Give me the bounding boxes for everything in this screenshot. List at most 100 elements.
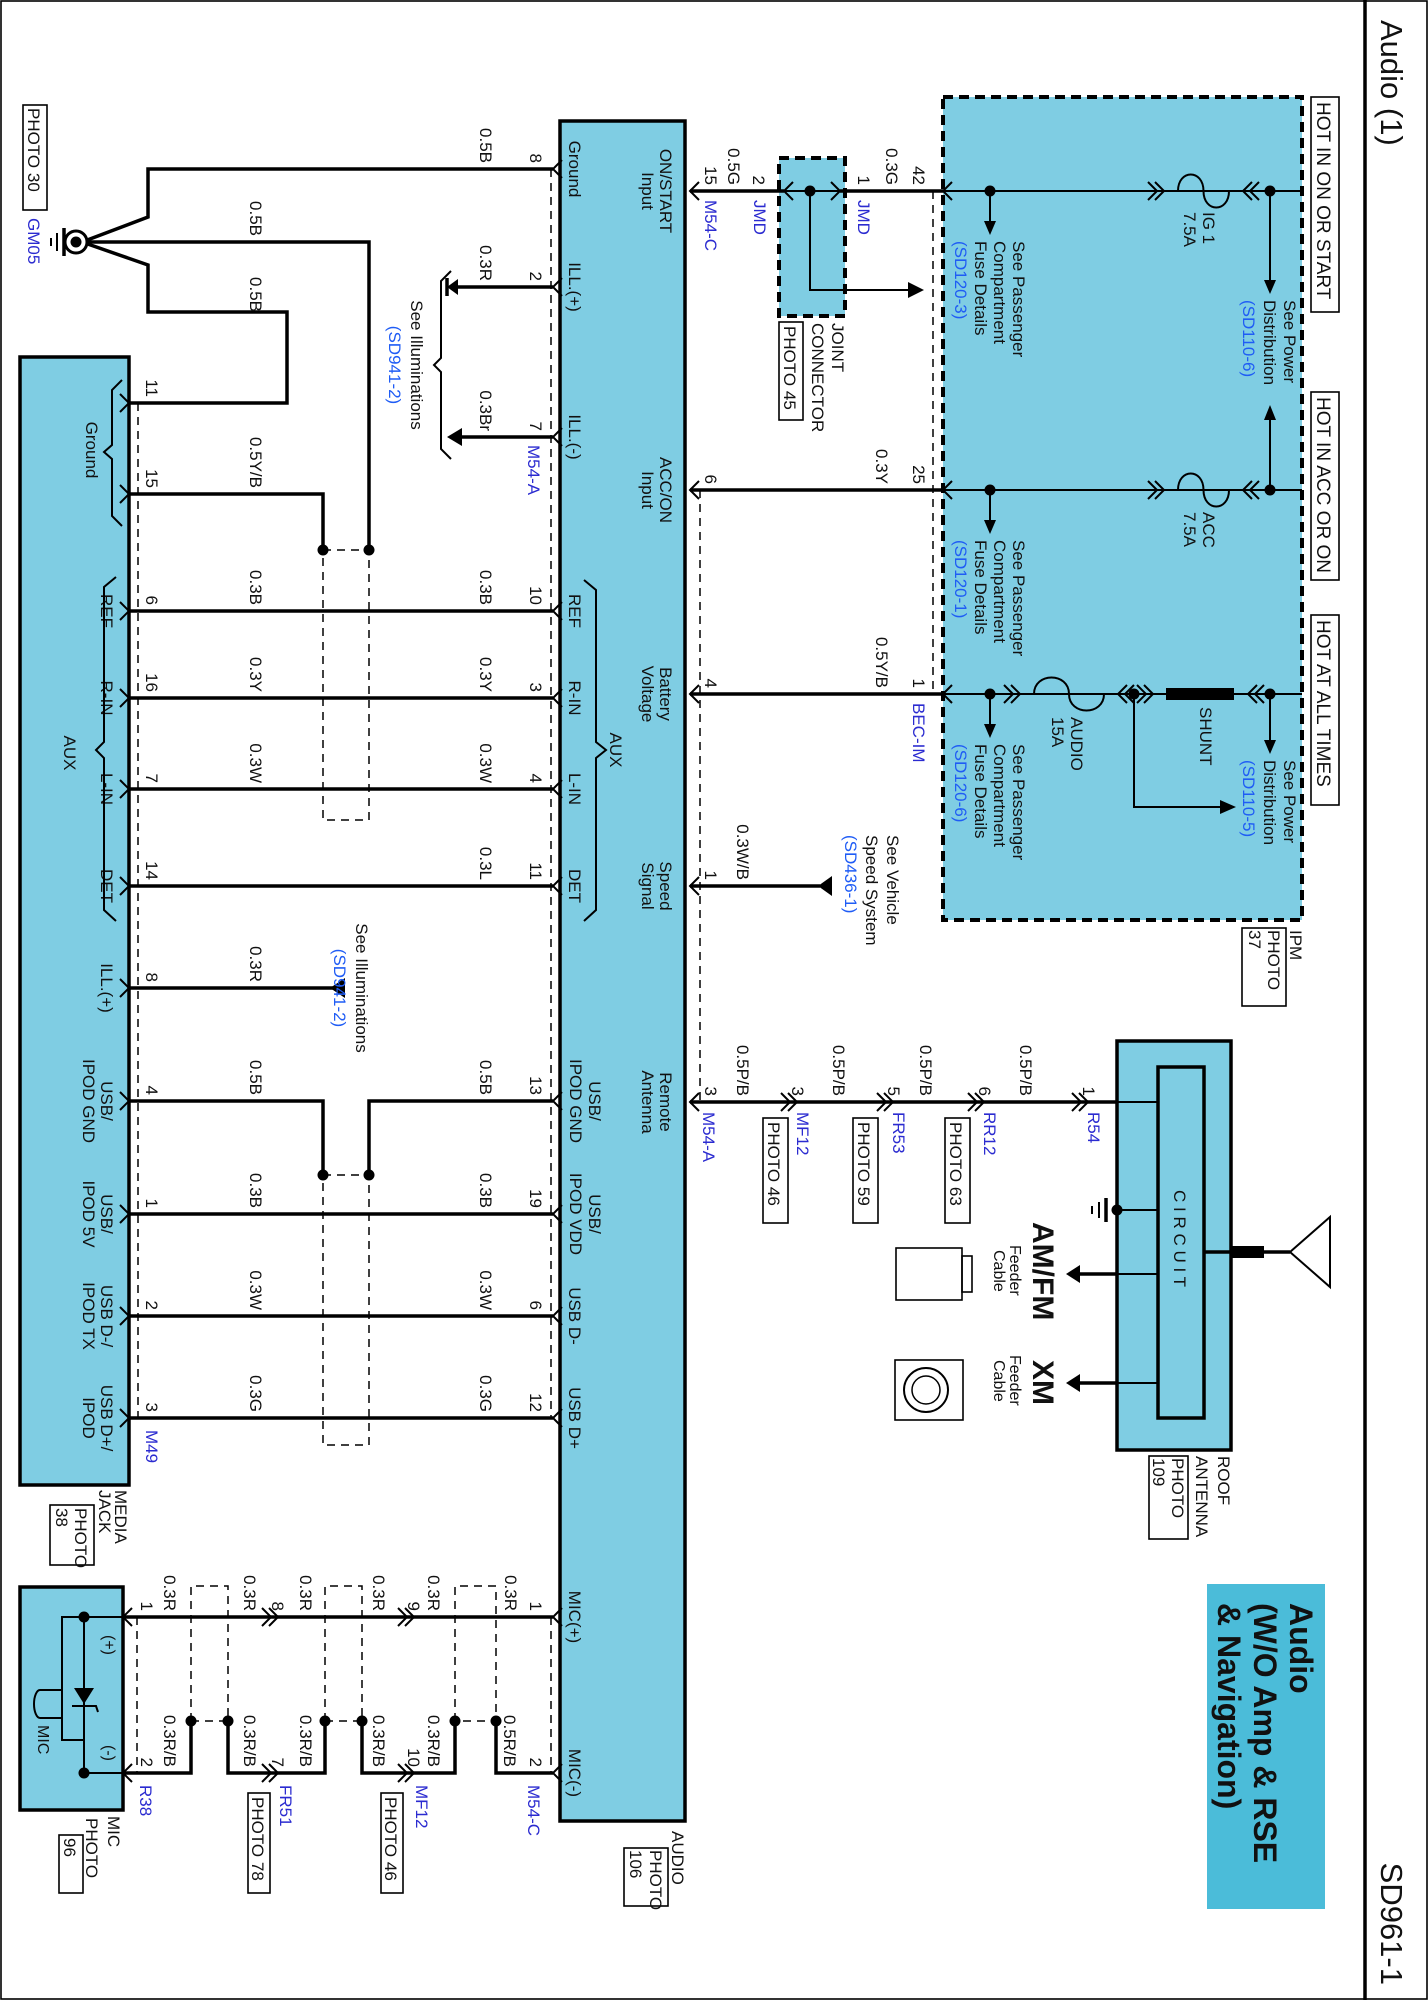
pin-number: 5 bbox=[884, 1087, 903, 1096]
audio-pin-label: IPOD VDD bbox=[566, 1173, 585, 1255]
pin-number: 2 bbox=[137, 1758, 156, 1767]
connector-id: R54 bbox=[1084, 1112, 1103, 1143]
mic-minus-wire bbox=[123, 1721, 193, 1775]
page-title: Audio (1) bbox=[1374, 20, 1409, 146]
power-ref: See Power bbox=[1280, 300, 1299, 383]
wire-label: 0.5B bbox=[476, 1060, 495, 1095]
audio-label: AUDIO bbox=[668, 1831, 687, 1885]
splice-dot bbox=[78, 1767, 90, 1779]
feeder-label: Feeder bbox=[1006, 1355, 1023, 1406]
fuse-terminal bbox=[1123, 684, 1135, 704]
pin-number: 2 bbox=[526, 1758, 545, 1767]
wire-label: 0.3R bbox=[476, 245, 495, 281]
wire-label: 0.3R bbox=[246, 946, 265, 982]
photo-box bbox=[762, 1117, 789, 1224]
audio-pin-label: REF bbox=[565, 594, 584, 628]
audio-pin-label: ACC/ON bbox=[656, 457, 675, 523]
audio-pin-label: R-IN bbox=[565, 681, 584, 716]
shunt-terminal bbox=[1253, 684, 1265, 704]
wire-label: 0.5B bbox=[246, 1060, 265, 1095]
ground-wire bbox=[81, 240, 289, 405]
mic-minus-wire bbox=[360, 1721, 457, 1775]
audio-pin-label: Input bbox=[638, 172, 657, 210]
wire-label: 0.3R bbox=[296, 1575, 315, 1611]
inline-connector bbox=[1078, 1092, 1090, 1112]
splice-dot bbox=[319, 1715, 331, 1727]
ipm-photo-number: 37 bbox=[1245, 930, 1264, 949]
wire-label: 0.5B bbox=[246, 201, 265, 236]
power-ref: Distribution bbox=[1260, 760, 1279, 845]
audio-pin-label: DET bbox=[565, 869, 584, 903]
connector-id: BEC-IM bbox=[909, 703, 928, 763]
page-code: SD961-1 bbox=[1374, 1863, 1409, 1985]
wire-label: 0.5R/B bbox=[500, 1715, 519, 1767]
wire-label: 0.3R/B bbox=[296, 1715, 315, 1767]
pin-number: 4 bbox=[526, 774, 545, 783]
antenna-photo: PHOTO bbox=[1168, 1458, 1187, 1518]
pin-number: 15 bbox=[701, 166, 720, 185]
audio-photo-box bbox=[623, 1847, 669, 1907]
splice-dot bbox=[356, 1715, 368, 1727]
wire-label: 0.3Y bbox=[476, 657, 495, 692]
arrow-down-icon bbox=[1264, 740, 1276, 754]
hot-label-box bbox=[1310, 391, 1340, 581]
fuse-acc-icon bbox=[1177, 472, 1230, 508]
wire-label: 0.3R/B bbox=[240, 1715, 259, 1767]
amfm-label: AM/FM bbox=[1026, 1222, 1059, 1320]
connector-id: M54-C bbox=[524, 1785, 543, 1836]
xm-connector-icon bbox=[894, 1359, 964, 1421]
pin-number: 2 bbox=[749, 176, 768, 185]
pin-number: 6 bbox=[142, 596, 161, 605]
speed-ref-arrow-icon bbox=[818, 876, 832, 896]
pin-number: 3 bbox=[526, 683, 545, 692]
pin-number: 11 bbox=[526, 862, 545, 880]
fuse-terminal bbox=[1147, 480, 1159, 500]
amfm-connector-icon bbox=[961, 1255, 973, 1293]
shunt-label: SHUNT bbox=[1196, 707, 1215, 766]
splice-dot bbox=[222, 1715, 234, 1727]
ground-eyelet-icon bbox=[70, 236, 82, 248]
fuse-name: ACC bbox=[1199, 512, 1218, 548]
power-ref-code: (SD110-5) bbox=[1239, 760, 1258, 837]
mic-element-label: MIC bbox=[34, 1725, 51, 1754]
audio-pin-label: IPOD GND bbox=[566, 1059, 585, 1143]
joint-connector-label: CONNECTOR bbox=[808, 323, 827, 432]
wire-label: 0.3Br bbox=[476, 390, 495, 431]
aux-label: AUX bbox=[60, 736, 79, 771]
speed-ref: Speed System bbox=[862, 835, 881, 946]
connector-id: M54-C bbox=[701, 200, 720, 251]
pin-number: 1 bbox=[701, 871, 720, 880]
photo-ref: PHOTO 46 bbox=[764, 1122, 783, 1206]
jack-photo-box bbox=[49, 1504, 95, 1566]
usb-gnd-wire bbox=[367, 1099, 553, 1175]
diagram-title: Audio bbox=[1283, 1603, 1319, 1694]
ground-brace bbox=[102, 379, 123, 527]
audio-pin-label: MIC(+) bbox=[565, 1591, 584, 1643]
ipm-label: IPM bbox=[1286, 930, 1305, 960]
arrow-left-icon bbox=[1066, 1265, 1080, 1283]
mic-shield bbox=[190, 1585, 229, 1722]
inline-connector bbox=[876, 1092, 888, 1112]
passenger-ref-code: (SD120-1) bbox=[951, 540, 970, 618]
wire-label: 0.3G bbox=[882, 148, 901, 185]
wire-label: 0.5B bbox=[246, 277, 265, 312]
shunt-terminal bbox=[1143, 684, 1155, 704]
fuse-audio-icon bbox=[1033, 676, 1105, 712]
connector-id: FR53 bbox=[889, 1112, 908, 1154]
audio-pin-label: MIC(-) bbox=[565, 1749, 584, 1797]
arrow-left-icon bbox=[330, 978, 345, 998]
wire-label: 0.5Y/B bbox=[872, 637, 891, 688]
jack-pin-label: IPOD TX bbox=[79, 1282, 98, 1350]
hot-label-box bbox=[1310, 614, 1340, 806]
audio-pin-label: Input bbox=[638, 471, 657, 509]
shield bbox=[322, 549, 370, 821]
jack-pin-label: USB/ bbox=[97, 1081, 116, 1121]
mic-minus-wire bbox=[494, 1721, 553, 1775]
pin-number: 9 bbox=[404, 1602, 423, 1611]
pin-number: 15 bbox=[142, 469, 161, 488]
ipm-box bbox=[941, 95, 1304, 922]
jack-pin-label: R-IN bbox=[97, 681, 116, 716]
ill-brace bbox=[432, 270, 452, 460]
passenger-ref: Fuse Details bbox=[971, 540, 990, 634]
connector-id: RR12 bbox=[980, 1112, 999, 1155]
